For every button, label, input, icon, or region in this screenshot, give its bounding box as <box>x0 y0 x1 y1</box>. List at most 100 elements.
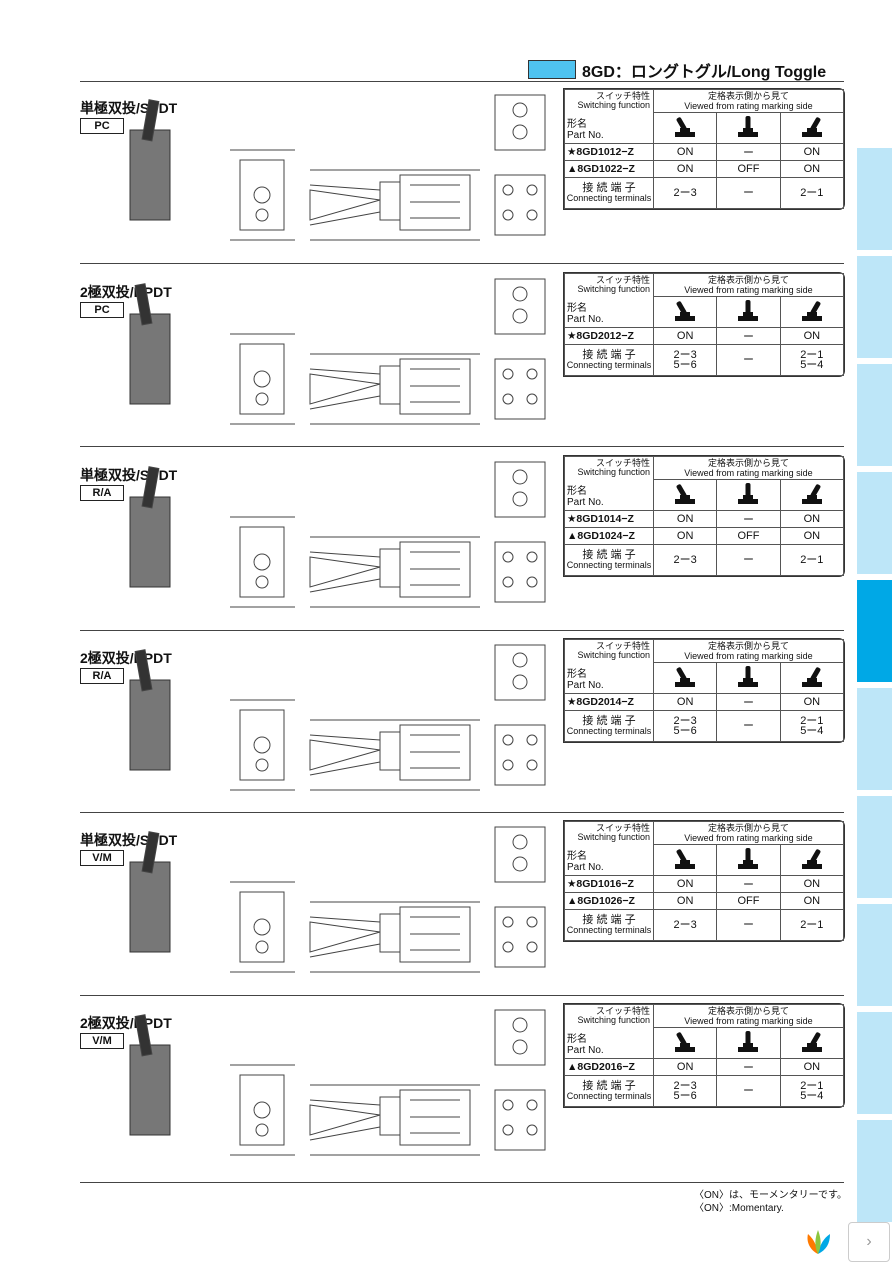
position-value: ー <box>716 693 781 711</box>
conn-value: 2ー1 <box>779 544 845 576</box>
conn-value: ー <box>716 710 781 742</box>
spec-table: スイッチ特性 Switching function 形名 Part No. 定格… <box>563 88 845 210</box>
conn-label-en: Connecting terminals <box>566 1091 652 1101</box>
next-page-button[interactable]: › <box>848 1222 890 1262</box>
part-number: ▲8GD1024−Z <box>564 527 654 545</box>
position-right-cell <box>779 662 845 694</box>
position-value: OFF <box>716 892 781 910</box>
side-tab[interactable] <box>857 904 892 1006</box>
position-value: ON <box>779 143 845 161</box>
position-value: ー <box>716 875 781 893</box>
toggle-position-icon <box>738 665 759 687</box>
section-divider <box>80 630 844 631</box>
switch-photo <box>129 129 171 221</box>
mount-type-badge: R/A <box>80 485 124 501</box>
side-tab[interactable] <box>857 364 892 466</box>
part-row: ▲8GD1024−Z ON OFF ON <box>564 527 845 545</box>
conn-label-en: Connecting terminals <box>566 726 652 736</box>
position-value: ON <box>652 527 718 545</box>
partno-label-en: Part No. <box>567 680 604 691</box>
toggle-position-icon <box>801 116 822 137</box>
footnote-jp: 〈ON〉は、モーメンタリーです。 <box>694 1190 847 1201</box>
toggle-position-icon <box>738 847 759 869</box>
position-right-cell <box>779 112 845 144</box>
toggle-position-icon <box>675 848 696 869</box>
connection-row: 接 続 端 子 Connecting terminals 2ー3 5ー6 ー 2… <box>564 344 845 376</box>
position-center-cell <box>716 296 781 328</box>
part-row: ★8GD2014−Z ON ー ON <box>564 693 845 711</box>
mount-type-badge: R/A <box>80 668 124 684</box>
table-corner-header: スイッチ特性 Switching function 形名 Part No. <box>564 1004 654 1059</box>
function-label-jp: スイッチ特性 <box>595 641 650 651</box>
function-label-en: Switching function <box>577 284 650 294</box>
viewed-header: 定格表示側から見て Viewed from rating marking sid… <box>653 89 844 113</box>
position-value: ON <box>652 892 718 910</box>
section-title: 2極双投/DPDT <box>80 650 172 666</box>
conn-label: 接 続 端 子 Connecting terminals <box>564 1075 654 1107</box>
function-label-en: Switching function <box>577 467 650 477</box>
conn-value: 2ー1 5ー4 <box>779 1075 845 1107</box>
toggle-position-icon <box>738 1030 759 1052</box>
part-number: ★8GD2014−Z <box>564 693 654 711</box>
position-left-cell <box>652 844 718 876</box>
toggle-position-icon <box>675 300 696 321</box>
side-tab[interactable] <box>857 148 892 250</box>
conn-label-en: Connecting terminals <box>566 925 652 935</box>
function-label-jp: スイッチ特性 <box>595 1006 650 1016</box>
toggle-position-icon <box>801 848 822 869</box>
spec-table: スイッチ特性 Switching function 形名 Part No. 定格… <box>563 455 845 577</box>
function-label-en: Switching function <box>577 832 650 842</box>
position-value: OFF <box>716 527 781 545</box>
conn-value: 2ー3 5ー6 <box>652 710 718 742</box>
dimension-drawing <box>129 826 546 973</box>
side-tab[interactable] <box>857 256 892 358</box>
viewed-header: 定格表示側から見て Viewed from rating marking sid… <box>653 821 844 845</box>
conn-label-en: Connecting terminals <box>566 560 652 570</box>
conn-value: 2ー1 5ー4 <box>779 710 845 742</box>
conn-label: 接 続 端 子 Connecting terminals <box>564 909 654 941</box>
drawing-area <box>80 1005 550 1170</box>
side-tab[interactable] <box>857 1012 892 1114</box>
partno-label-en: Part No. <box>567 497 604 508</box>
dimension-drawing <box>129 644 546 791</box>
part-row: ★8GD1016−Z ON ー ON <box>564 875 845 893</box>
position-value: ON <box>779 327 845 345</box>
conn-label: 接 続 端 子 Connecting terminals <box>564 177 654 209</box>
viewed-label-jp: 定格表示側から見て <box>707 1006 789 1016</box>
position-value: ON <box>779 693 845 711</box>
viewed-header: 定格表示側から見て Viewed from rating marking sid… <box>653 273 844 297</box>
position-value: ー <box>716 327 781 345</box>
viewed-label-jp: 定格表示側から見て <box>707 91 789 101</box>
position-value: ON <box>652 693 718 711</box>
conn-value: 2ー1 5ー4 <box>779 344 845 376</box>
toggle-position-icon <box>801 300 822 321</box>
part-row: ★8GD1014−Z ON ー ON <box>564 510 845 528</box>
conn-label-jp: 接 続 端 子 <box>582 715 636 727</box>
conn-value: 2ー3 <box>652 544 718 576</box>
toggle-position-icon <box>675 116 696 137</box>
side-tab-active[interactable] <box>857 580 892 682</box>
position-value: ON <box>652 327 718 345</box>
part-row: ★8GD1012−Z ON ー ON <box>564 143 845 161</box>
position-center-cell <box>716 1027 781 1059</box>
table-corner-header: スイッチ特性 Switching function 形名 Part No. <box>564 639 654 694</box>
side-tab[interactable] <box>857 688 892 790</box>
partno-label-en: Part No. <box>567 862 604 873</box>
position-value: ON <box>779 510 845 528</box>
position-value: ー <box>716 143 781 161</box>
position-value: ON <box>779 160 845 178</box>
side-tab[interactable] <box>857 1120 892 1222</box>
conn-value: 2ー1 <box>779 909 845 941</box>
dimension-drawing <box>129 1009 546 1156</box>
position-left-cell <box>652 296 718 328</box>
viewed-header: 定格表示側から見て Viewed from rating marking sid… <box>653 639 844 663</box>
partno-label-jp: 形名 <box>567 303 587 314</box>
side-tab[interactable] <box>857 472 892 574</box>
conn-label-jp: 接 続 端 子 <box>582 914 636 926</box>
viewed-label-en: Viewed from rating marking side <box>684 651 813 661</box>
side-tab[interactable] <box>857 796 892 898</box>
section-divider <box>80 995 844 996</box>
position-value: ー <box>716 510 781 528</box>
function-label-en: Switching function <box>577 650 650 660</box>
chevron-right-icon: › <box>866 1233 872 1250</box>
